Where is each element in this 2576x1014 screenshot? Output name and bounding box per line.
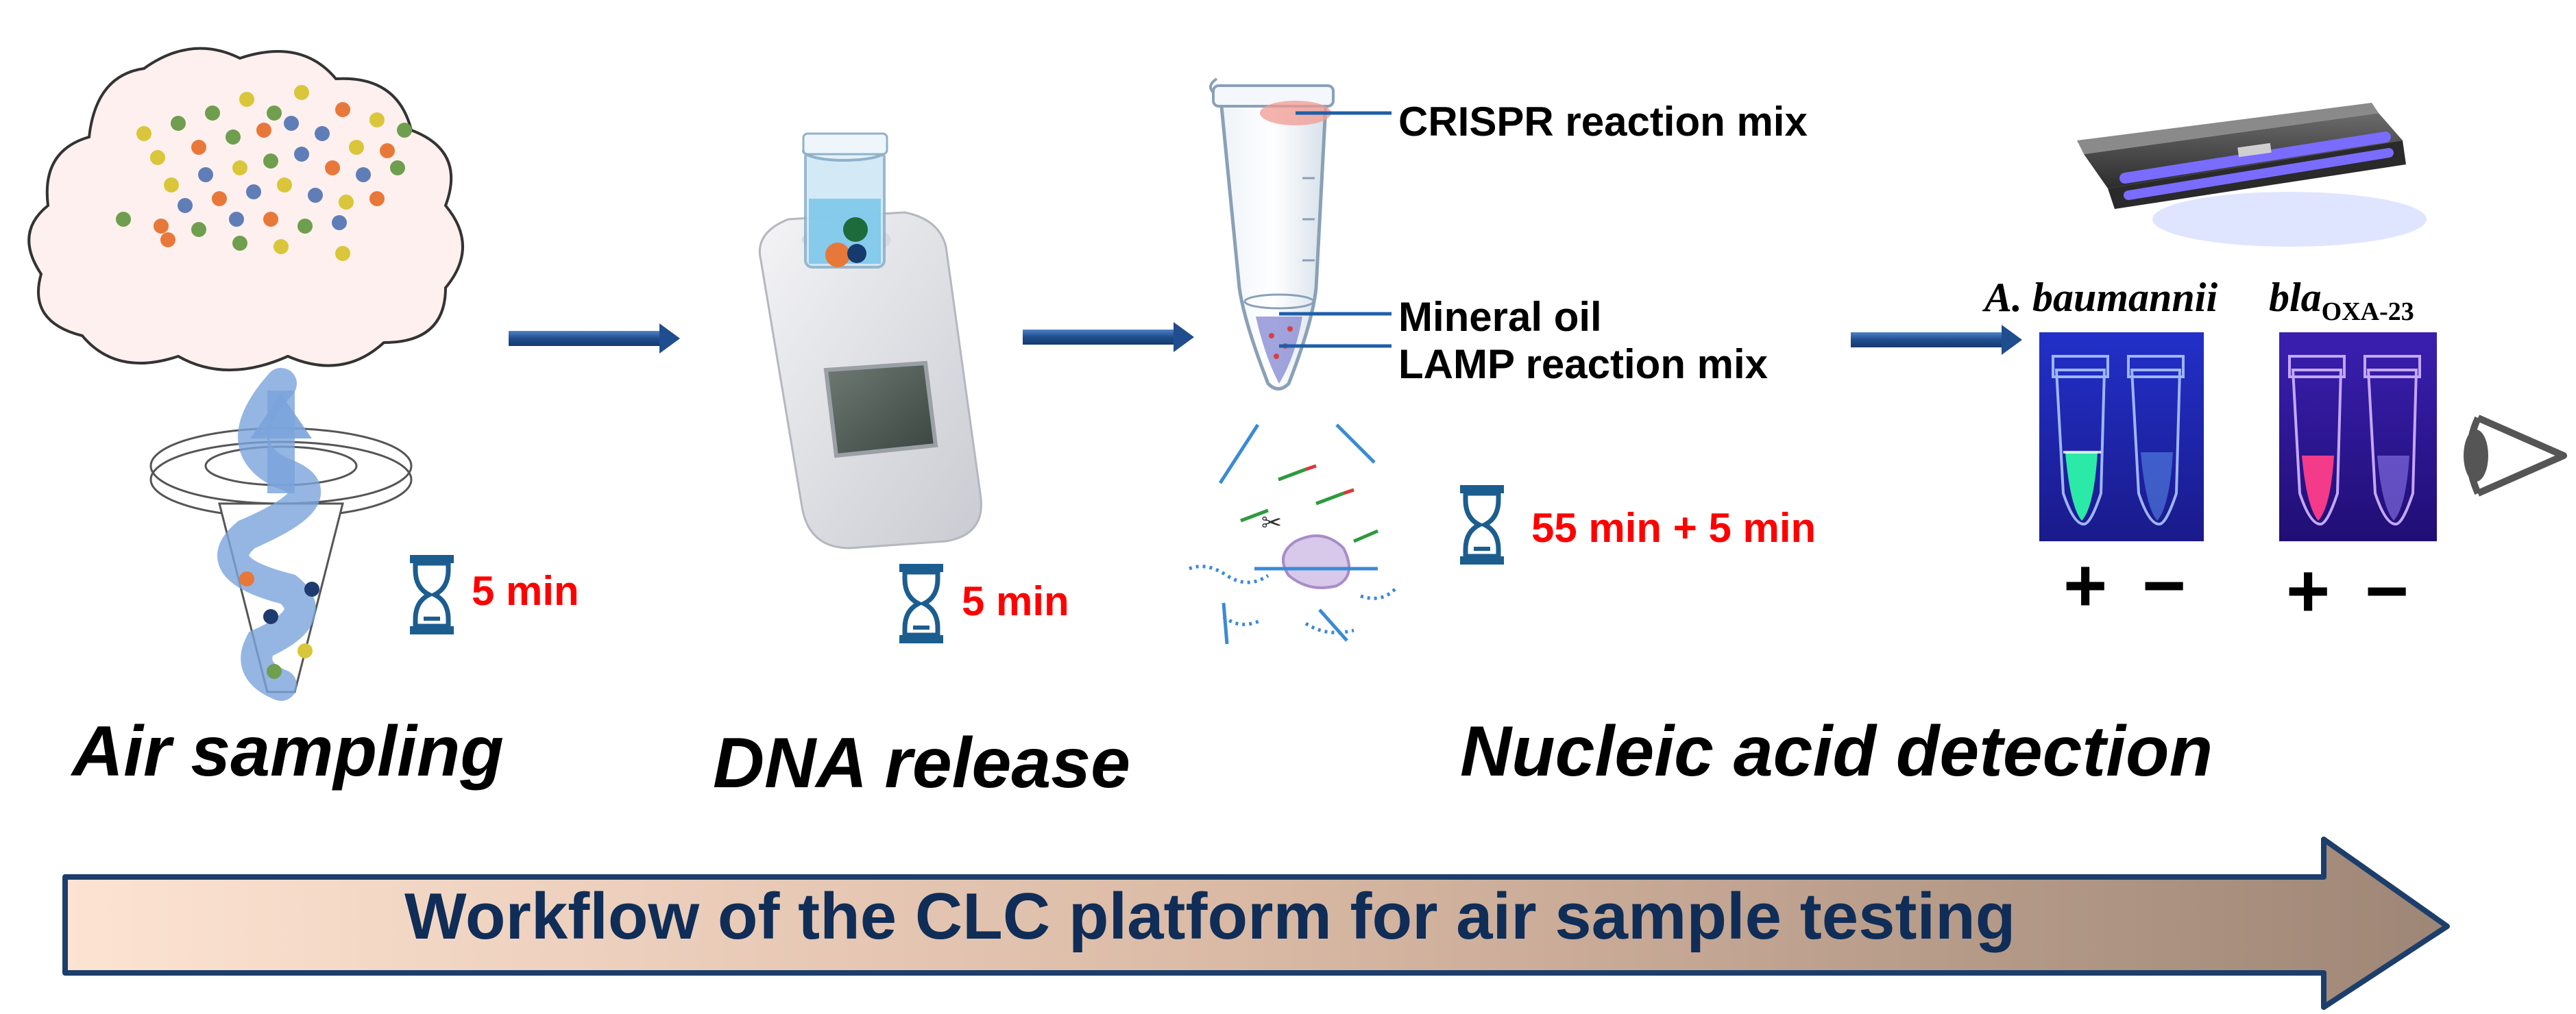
aerosol-particles <box>116 85 412 261</box>
species-label: A. baumannii <box>1984 275 2218 320</box>
flow-arrow <box>1851 325 2022 355</box>
time-label-detection: 55 min + 5 min <box>1531 505 1816 551</box>
workflow-banner-arrow <box>62 837 2450 1010</box>
sign-positive: + <box>2286 549 2331 633</box>
hourglass-icon <box>1460 485 1504 565</box>
tube-label-lamp: LAMP reaction mix <box>1398 341 1769 387</box>
reaction-tube-illustration <box>1209 77 1392 391</box>
tube-label-oil: Mineral oil <box>1398 294 1602 340</box>
flow-arrow <box>1023 322 1194 352</box>
time-label-dna-release: 5 min <box>962 578 1069 624</box>
eye-icon <box>2464 415 2567 497</box>
stage-label-nucleic-acid-detection: Nucleic acid detection <box>1460 712 2213 791</box>
result-panel-species <box>2039 332 2204 541</box>
gene-label-subscript: OXA-23 <box>2321 297 2414 326</box>
stage-label-dna-release: DNA release <box>713 724 1130 803</box>
result-panel-gene <box>2279 332 2437 541</box>
time-label-air-sampling: 5 min <box>472 568 579 614</box>
hourglass-icon <box>899 564 943 643</box>
air-sampler-device <box>149 368 413 701</box>
air-cloud-illustration <box>27 47 464 371</box>
heating-device-illustration <box>758 132 982 549</box>
sign-positive: + <box>2063 543 2108 628</box>
gene-label: blaOXA-23 <box>2269 274 2414 327</box>
tube-label-crispr: CRISPR reaction mix <box>1398 99 1808 145</box>
uv-lamp-illustration <box>2077 103 2427 247</box>
positive-tube-fluorescence <box>2302 456 2334 521</box>
gene-label-base: bla <box>2269 275 2322 320</box>
crispr-detection-illustration: ✂ <box>1189 423 1396 645</box>
positive-tube-fluorescence <box>2065 452 2098 521</box>
flow-arrow <box>509 323 680 354</box>
sign-negative: − <box>2365 549 2409 633</box>
banner-title: Workflow of the CLC platform for air sam… <box>404 880 2016 953</box>
hourglass-icon <box>410 555 454 634</box>
sign-negative: − <box>2142 543 2187 628</box>
svg-text:✂: ✂ <box>1261 509 1282 537</box>
stage-label-air-sampling: Air sampling <box>72 712 504 791</box>
